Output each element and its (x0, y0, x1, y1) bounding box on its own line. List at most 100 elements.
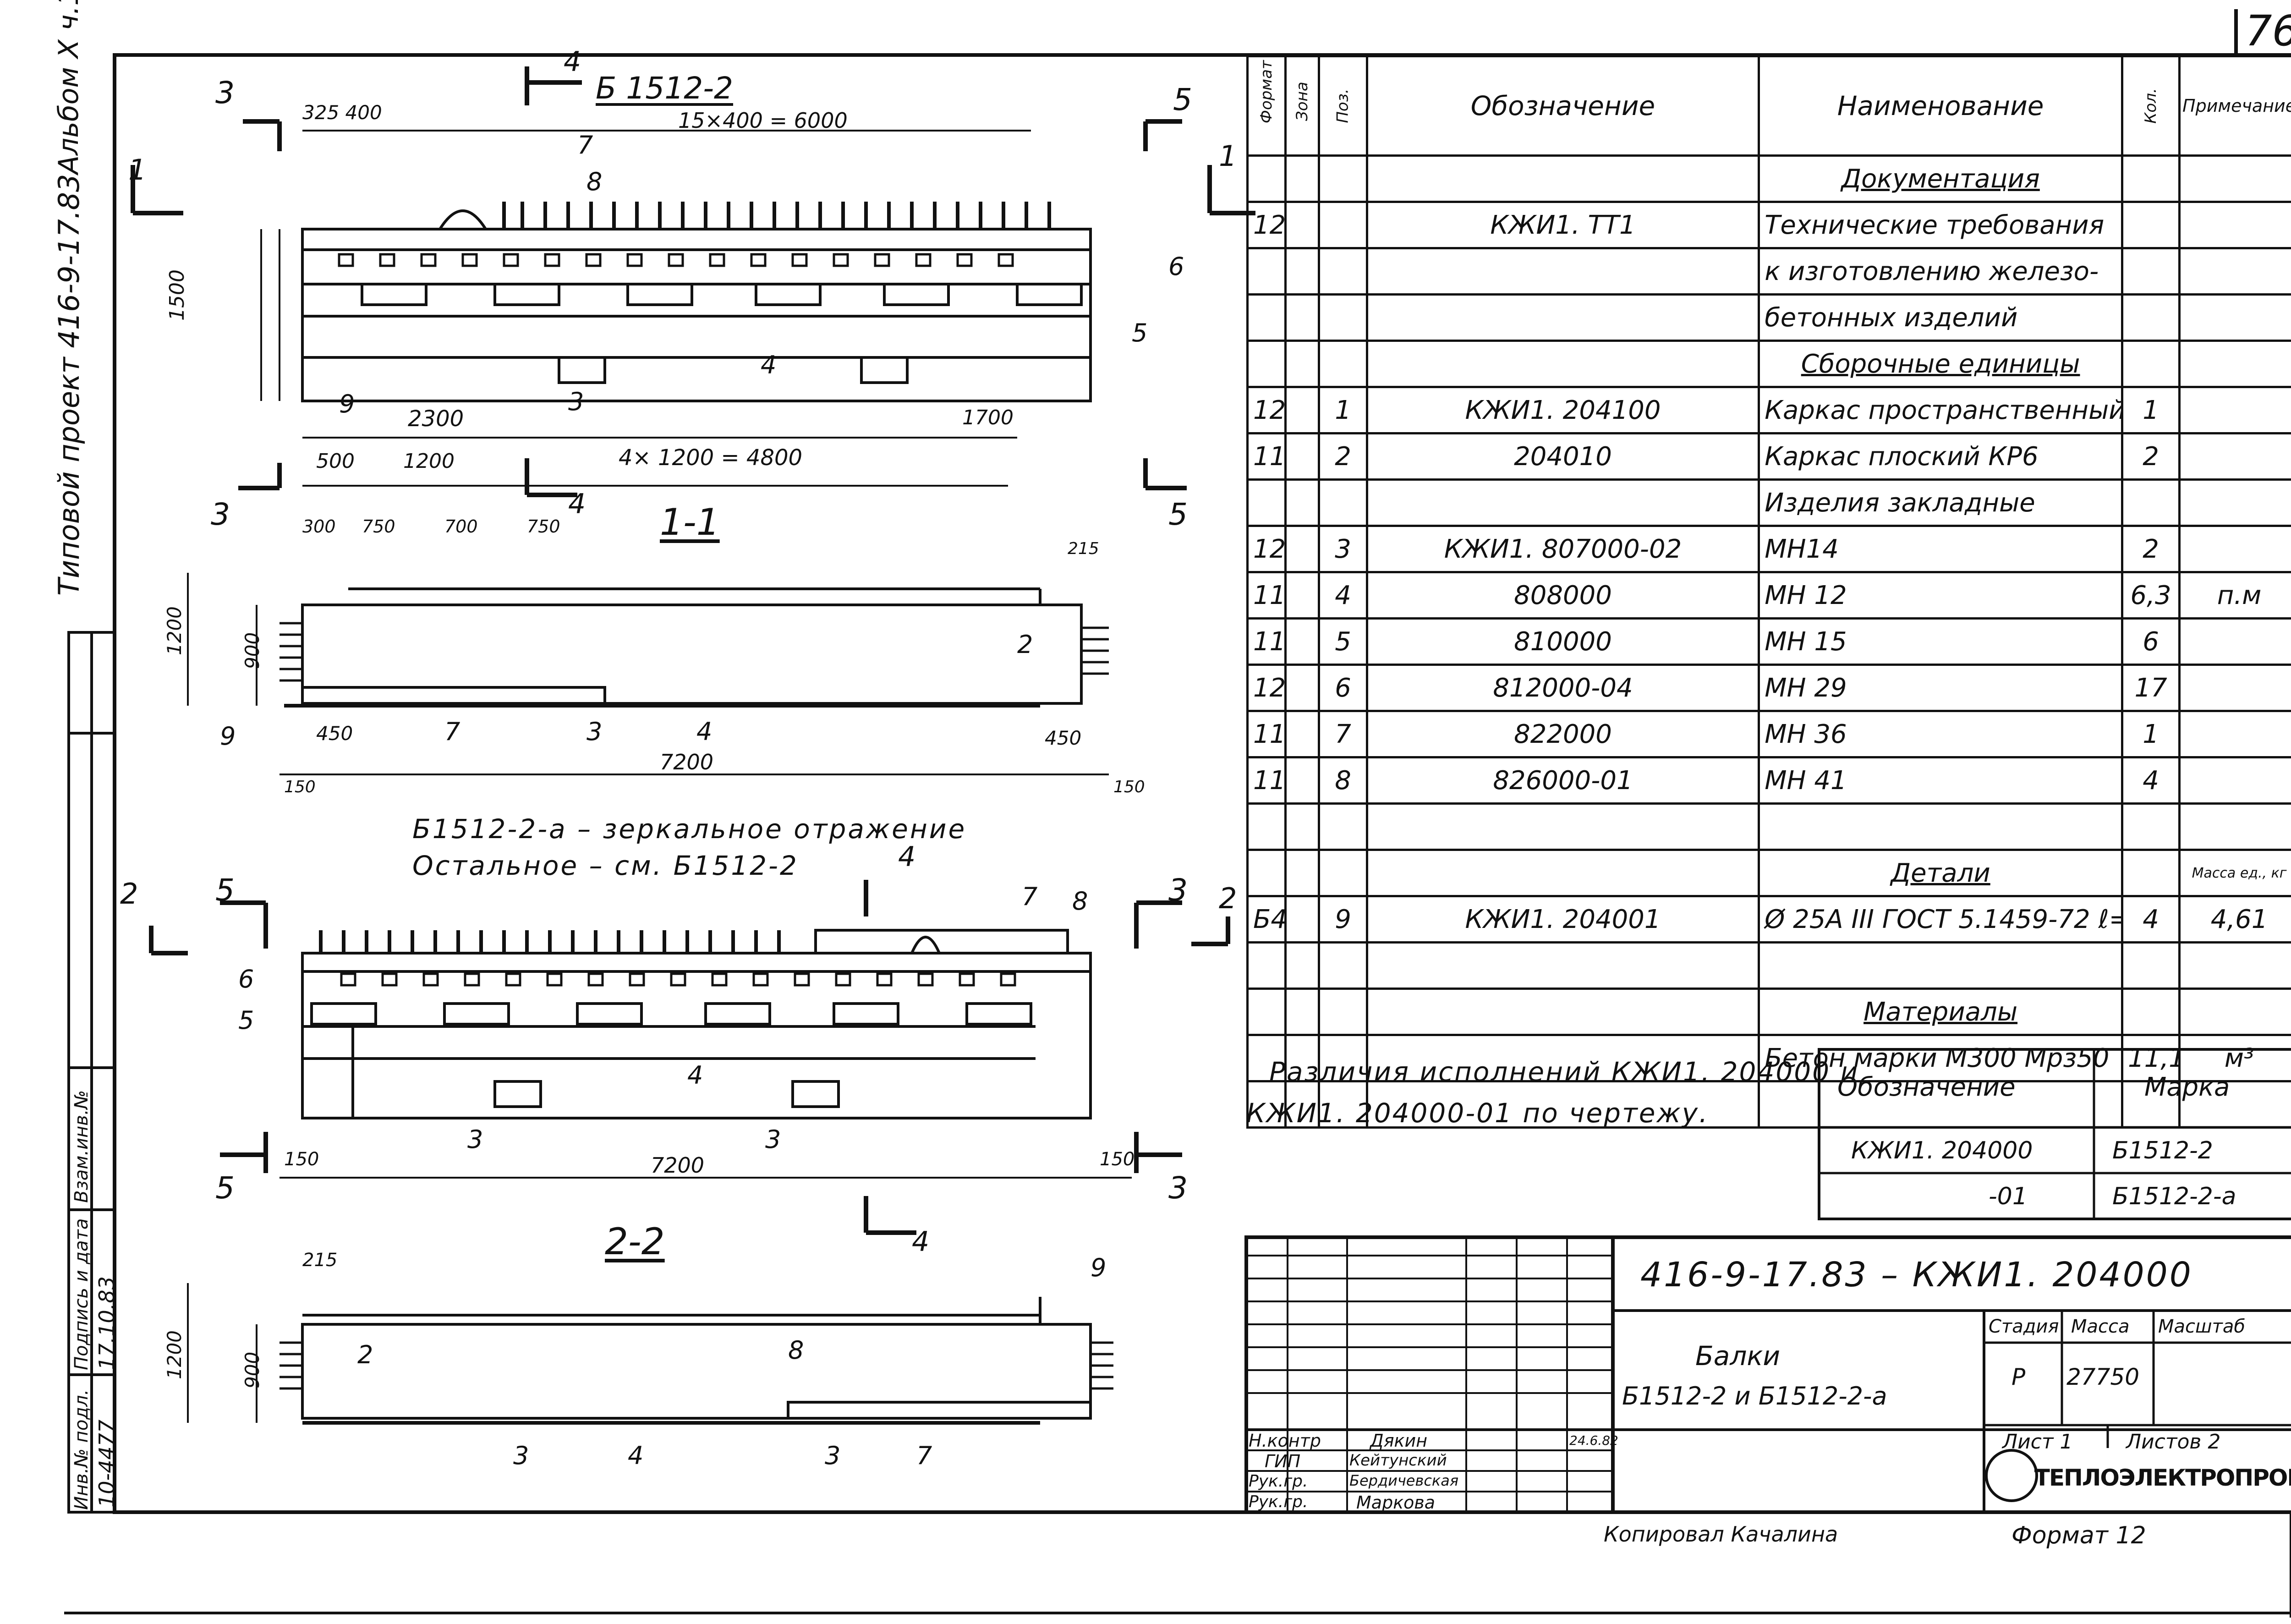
spec-cell-format (1246, 849, 1287, 897)
spec-cell-code: 204010 (1365, 432, 1760, 481)
org-logo: ТЕПЛОЭЛЕКТРОПРОЕКТ (1993, 1466, 2291, 1489)
variants-note-1: Различия исполнений КЖИ1. 204000 и (1269, 1056, 1859, 1087)
spec-cell-zone (1284, 756, 1321, 805)
spec-cell-pos (1318, 478, 1368, 527)
spec-cell-note (2178, 247, 2291, 296)
sig-name-1: Кейтунский (1349, 1451, 1447, 1470)
sig-name-3: Маркова (1356, 1492, 1436, 1513)
callout-3-s11: 3 (586, 717, 603, 746)
dim-s22-1200: 1200 (163, 1330, 186, 1379)
sheets-count: Листов 2 (2126, 1430, 2221, 1454)
spec-cell-note (2178, 340, 2291, 388)
spec-cell-name: МН 15 (1758, 617, 2123, 666)
dim-elev-7200: 7200 (651, 1153, 705, 1178)
spec-cell-name: Документация (1758, 154, 2123, 203)
callout-4-s22: 4 (628, 1441, 644, 1470)
spec-cell-format: 11 (1246, 710, 1287, 758)
spec-cell-zone (1284, 525, 1321, 573)
dim-top: 15×400 = 6000 (678, 108, 848, 133)
spec-cell-note (2178, 617, 2291, 666)
spec-cell-name: к изготовлению железо- (1758, 247, 2123, 296)
callout-9-s11: 9 (220, 722, 236, 751)
callout-2-s22: 2 (357, 1340, 373, 1369)
spec-cell-zone (1284, 201, 1321, 249)
spec-cell-pos (1318, 849, 1368, 897)
callout-5: 5 (1132, 318, 1148, 347)
spec-table: Формат Зона Поз. Обозначение Наименовани… (1246, 55, 2291, 1129)
callout-5-elev: 5 (238, 1006, 254, 1035)
spec-row (1246, 802, 2291, 851)
spec-cell-code: 826000-01 (1365, 756, 1760, 805)
dim-top2: 325 400 (302, 101, 382, 124)
spec-cell-qty: 6,3 (2121, 571, 2181, 620)
spec-cell-note: Масса ед., кг (2178, 849, 2291, 897)
mark-1-right: 1 (1219, 139, 1237, 173)
spec-row: Изделия закладные (1246, 478, 2291, 527)
col-zone: Зона (1284, 55, 1321, 157)
spec-row: Материалы (1246, 988, 2291, 1036)
spec-cell-qty (2121, 201, 2181, 249)
spec-cell-name: Изделия закладные (1758, 478, 2123, 527)
mark-4-top: 4 (564, 46, 581, 78)
spec-cell-format (1246, 154, 1287, 203)
spec-cell-code (1365, 802, 1760, 851)
spec-cell-note (2178, 802, 2291, 851)
spec-cell-format (1246, 1080, 1287, 1129)
spec-cell-qty (2121, 340, 2181, 388)
spec-cell-pos (1318, 154, 1368, 203)
spec-cell-format (1246, 988, 1287, 1036)
spec-cell-note (2178, 432, 2291, 481)
spec-cell-format: 12 (1246, 664, 1287, 712)
stamp-inv-no: 10-4477 (94, 1419, 119, 1508)
variants-row2-code: -01 (1989, 1183, 2028, 1210)
spec-cell-code (1365, 247, 1760, 296)
dim-s11-900: 900 (241, 632, 263, 669)
spec-cell-name: Каркас пространственный КП1 (1758, 386, 2123, 434)
spec-cell-code (1365, 478, 1760, 527)
spec-cell-pos (1318, 293, 1368, 342)
spec-cell-zone (1284, 386, 1321, 434)
spec-cell-pos (1318, 247, 1368, 296)
spec-cell-code: 812000-04 (1365, 664, 1760, 712)
dim-1200: 1200 (403, 450, 455, 473)
dim-s11-750b: 750 (527, 516, 560, 537)
stamp-sign-date: 17.10.83 (94, 1276, 119, 1370)
spec-cell-note: 4,61 (2178, 895, 2291, 944)
spec-cell-pos (1318, 340, 1368, 388)
callout-3-elev-a: 3 (467, 1125, 483, 1154)
spec-cell-name: Сборочные единицы (1758, 340, 2123, 388)
spec-cell-pos: 7 (1318, 710, 1368, 758)
spec-cell-qty (2121, 802, 2181, 851)
title-line2: Б1512-2 и Б1512-2-а (1622, 1382, 1887, 1410)
spec-cell-pos: 9 (1318, 895, 1368, 944)
spec-cell-zone (1284, 293, 1321, 342)
spec-row (1246, 1080, 2291, 1129)
spec-cell-qty: 4 (2121, 756, 2181, 805)
spec-cell-name: Детали (1758, 849, 2123, 897)
callout-3: 3 (568, 387, 584, 416)
format: Формат 12 (2011, 1522, 2146, 1549)
variants-row1-mark: Б1512-2 (2112, 1137, 2213, 1164)
spec-cell-zone (1284, 571, 1321, 620)
spec-cell-note (2178, 664, 2291, 712)
dim-s11-450a: 450 (316, 722, 353, 745)
callout-9: 9 (339, 390, 355, 418)
spec-cell-zone (1284, 895, 1321, 944)
mass-value: 27750 (2066, 1364, 2140, 1390)
mark-3-elev-bottom: 3 (1168, 1170, 1188, 1206)
spec-cell-code (1365, 1080, 1760, 1129)
doc-code: 416-9-17.83 – КЖИ1. 204000 (1640, 1255, 2193, 1295)
spec-cell-note: п.м (2178, 571, 2291, 620)
spec-cell-pos (1318, 1080, 1368, 1129)
callout-7-elev: 7 (1022, 882, 1038, 911)
dim-s11-700: 700 (444, 516, 478, 537)
spec-cell-pos: 3 (1318, 525, 1368, 573)
dim-500: 500 (316, 450, 355, 473)
plan-view (131, 66, 1255, 497)
spec-cell-name (1758, 1080, 2123, 1129)
spec-cell-pos (1318, 941, 1368, 990)
rest-note: Остальное – см. Б1512-2 (412, 850, 799, 881)
mark-3-top-left: 3 (215, 75, 235, 110)
stamp-sign-label: Подпись и дата (71, 1218, 92, 1370)
